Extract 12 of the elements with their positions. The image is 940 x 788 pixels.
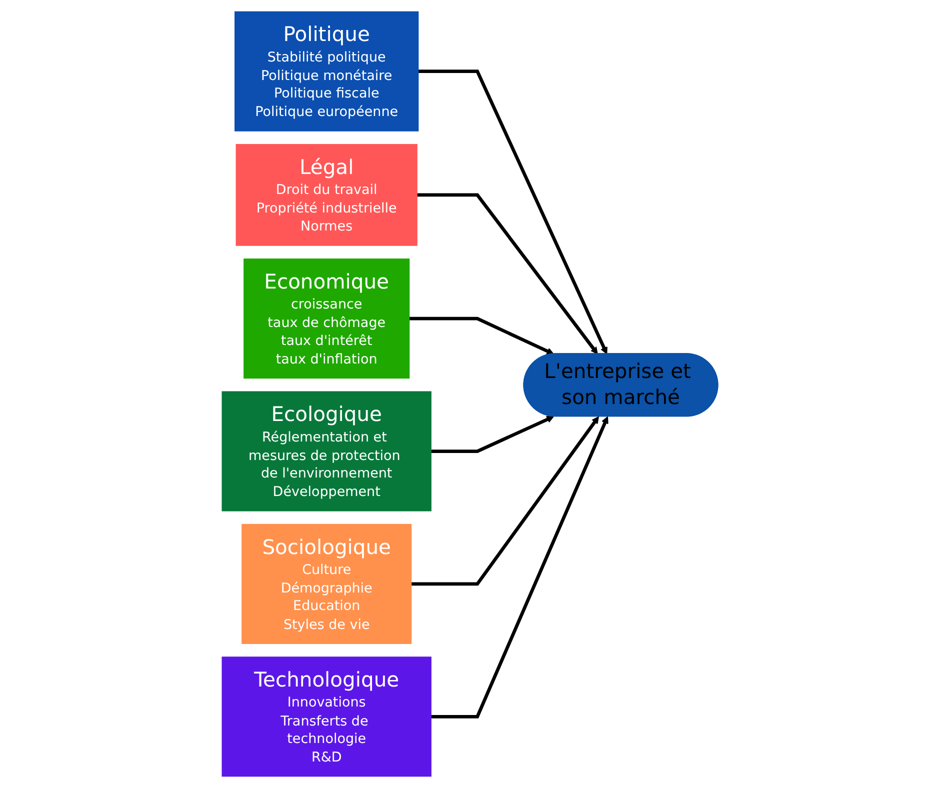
arrow bbox=[431, 416, 554, 453]
node-box: Ecologique Réglementation et mesures de protection de l'environnement Développement bbox=[222, 391, 432, 512]
node-box: Politique Stabilité politique Politique monétaire Politique fiscale Politique européenne bbox=[234, 11, 419, 132]
arrow bbox=[417, 193, 598, 354]
node-box: Economique croissance taux de chômage taux d'intérêt taux d'inflation bbox=[244, 258, 410, 379]
arrow bbox=[418, 70, 608, 354]
node-box: Technologique Innovations Transferts de technologie R&D bbox=[222, 656, 432, 777]
node-box: Sociologique Culture Démographie Education Styles de vie bbox=[242, 524, 412, 644]
node-box: Légal Droit du travail Propriété industrielle Normes bbox=[236, 144, 418, 246]
arrow bbox=[431, 416, 608, 718]
arrow bbox=[411, 416, 599, 586]
arrow bbox=[409, 316, 554, 355]
